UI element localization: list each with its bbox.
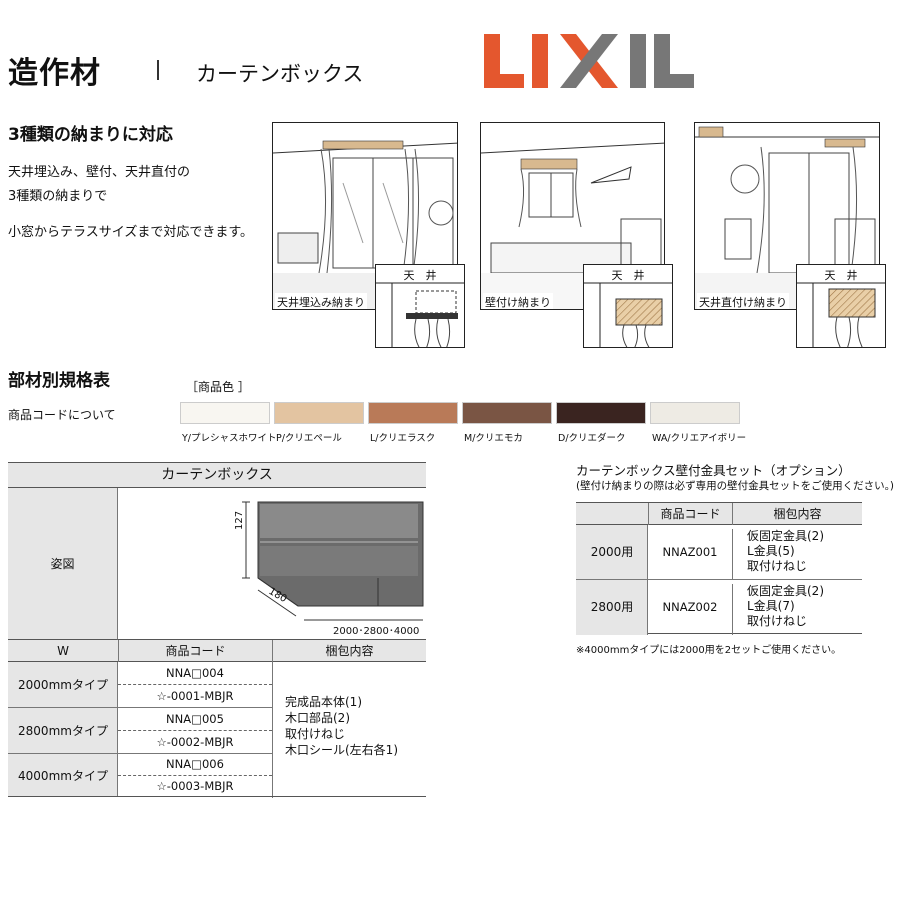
option-header-code: 商品コード [648, 503, 732, 525]
swatch-label-p: P/クリエペール [276, 433, 342, 444]
section-detail [797, 282, 885, 347]
swatch-l [368, 402, 458, 424]
table-row: 2000mmタイプ NNA□004 ☆-0001-MBJR [8, 662, 272, 708]
option-subtitle: (壁付け納まりの際は必ず専用の壁付金具セットをご使用ください。) [576, 480, 894, 492]
intro-line-2: 3種類の納まりで [8, 189, 108, 204]
option-title: カーテンボックス壁付金具セット（オプション） [576, 463, 851, 478]
figure-label: 姿図 [8, 488, 118, 640]
table-header-row: W 商品コード 梱包内容 [8, 640, 426, 662]
swatch-label-l: L/クリエラスク [370, 433, 436, 444]
section-detail [376, 282, 464, 347]
ceiling-label: 天 井 [611, 269, 645, 282]
color-heading: ［商品色 ］ [186, 380, 250, 394]
swatch-p [274, 402, 364, 424]
header-code: 商品コード [118, 640, 272, 662]
page-subtitle: カーテンボックス [196, 62, 364, 86]
table-row: 2800mmタイプ NNA□005 ☆-0002-MBJR [8, 708, 272, 754]
row-code-1: NNA□004 [118, 662, 272, 685]
swatch-wa [650, 402, 740, 424]
option-row: 2000用 NNAZ001 仮固定金具(2) L金具(5) 取付けねじ [576, 525, 862, 580]
intro-heading: 3種類の納まりに対応 [8, 125, 173, 145]
row-code-2: ☆-0002-MBJR [156, 735, 234, 749]
row-w: 2800mmタイプ [18, 724, 108, 738]
ceiling-label: 天 井 [824, 269, 858, 282]
option-size-column [576, 525, 648, 635]
option-header-contents: 梱包内容 [732, 503, 862, 525]
option-code: NNAZ001 [662, 545, 718, 559]
swatch-label-y: Y/プレシャスホワイト [182, 433, 277, 444]
swatch-d [556, 402, 646, 424]
contents-line: L金具(5) [747, 544, 795, 558]
detail-ceiling-embedded: 天 井 [375, 264, 465, 348]
title-separator [157, 60, 159, 80]
detail-ceiling-direct: 天 井 [796, 264, 886, 348]
option-note: ※4000mmタイプには2000用を2セットご使用ください。 [576, 645, 842, 656]
option-size: 2800用 [590, 600, 634, 614]
contents-line: 完成品本体(1) [285, 695, 362, 709]
section-detail [584, 282, 672, 347]
row-w: 2000mmタイプ [18, 678, 108, 692]
curtain-box-spec-table: カーテンボックス 姿図 127 180 2000･2800･4000 W 商品コ… [8, 462, 426, 798]
row-code-1: NNA□005 [118, 708, 272, 731]
ceiling-label: 天 井 [403, 269, 437, 282]
row-code-2: ☆-0001-MBJR [156, 689, 234, 703]
w-column [8, 662, 118, 796]
option-table: 商品コード 梱包内容 2000用 NNAZ001 仮固定金具(2) L金具(5)… [576, 502, 862, 635]
spec-heading: 部材別規格表 [8, 371, 110, 391]
contents-line: 仮固定金具(2) [747, 529, 824, 543]
dim-width: 2000･2800･4000 [333, 626, 420, 637]
option-header-row: 商品コード 梱包内容 [576, 503, 862, 525]
swatch-m [462, 402, 552, 424]
page-title: 造作材 [8, 56, 101, 91]
contents-line: L金具(7) [747, 599, 795, 613]
table-row: 4000mmタイプ NNA□006 ☆-0003-MBJR [8, 754, 272, 798]
option-size: 2000用 [590, 545, 634, 559]
dim-height: 127 [234, 510, 245, 530]
swatch-label-wa: WA/クリエアイボリー [652, 433, 747, 444]
option-contents: 仮固定金具(2) L金具(5) 取付けねじ [732, 529, 862, 580]
figure-cell: 127 180 2000･2800･4000 [118, 488, 426, 640]
swatch-label-m: M/クリエモカ [464, 433, 523, 444]
detail-wall-mounted: 天 井 [583, 264, 673, 348]
intro-line-3: 小窓からテラスサイズまで対応できます。 [8, 225, 254, 240]
option-code: NNAZ002 [662, 600, 718, 614]
row-w: 4000mmタイプ [18, 769, 108, 783]
swatch-y [180, 402, 270, 424]
row-code-1: NNA□006 [118, 754, 272, 776]
contents-line: 仮固定金具(2) [747, 584, 824, 598]
intro-line-1: 天井埋込み、壁付、天井直付の [8, 165, 191, 180]
option-contents: 仮固定金具(2) L金具(7) 取付けねじ [732, 584, 862, 635]
contents-line: 木口部品(2) [285, 711, 350, 725]
scene-label: 天井埋込み納まり [275, 293, 367, 309]
swatch-label-d: D/クリエダーク [558, 433, 626, 444]
header-contents: 梱包内容 [272, 640, 426, 662]
row-code-2: ☆-0003-MBJR [156, 779, 234, 793]
contents-line: 木口シール(左右各1) [285, 743, 398, 757]
contents-line: 取付けねじ [747, 614, 808, 628]
code-note: 商品コードについて [8, 408, 116, 422]
scene-label: 天井直付け納まり [697, 293, 789, 309]
contents-cell: 完成品本体(1) 木口部品(2) 取付けねじ 木口シール(左右各1) [272, 662, 426, 798]
lixil-logo [484, 34, 694, 88]
option-row: 2800用 NNAZ002 仮固定金具(2) L金具(7) 取付けねじ [576, 580, 862, 635]
table-title: カーテンボックス [8, 462, 426, 488]
contents-line: 取付けねじ [747, 559, 808, 573]
header-w: W [57, 644, 69, 658]
contents-line: 取付けねじ [285, 727, 346, 741]
table-bottom-rule [8, 796, 426, 797]
curtain-box-figure [242, 501, 424, 621]
scene-label: 壁付け納まり [483, 293, 553, 309]
